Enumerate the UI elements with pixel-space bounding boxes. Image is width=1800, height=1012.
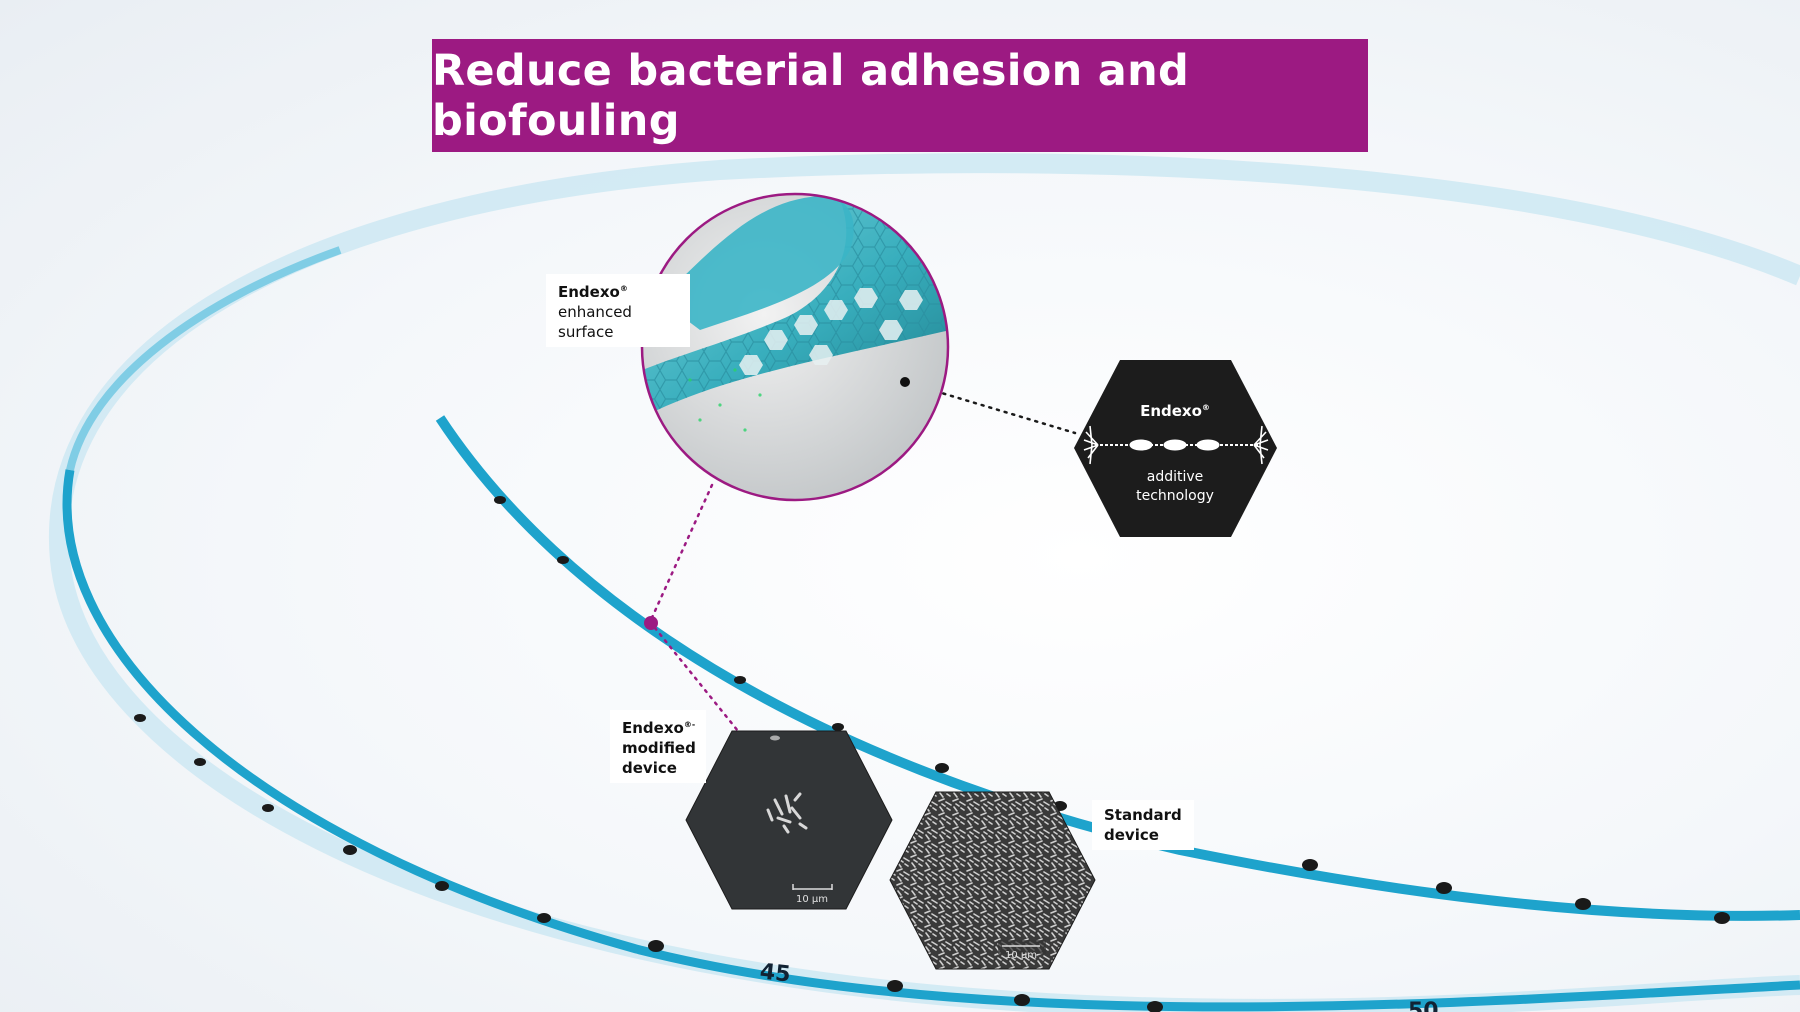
sem-standard-micrograph <box>890 792 1095 969</box>
catheter-focus-dot <box>644 616 658 630</box>
enhanced-surface-callout: Endexo® enhanced surface <box>546 274 690 347</box>
additive-reg-mark: ® <box>1201 403 1210 412</box>
surface-brand: Endexo <box>558 283 620 301</box>
magnified-surface-border <box>640 192 950 502</box>
standard-device-callout: Standard device <box>1092 800 1194 850</box>
connector-catheter-to-modified <box>653 626 740 733</box>
additive-line1: additive <box>1146 469 1204 485</box>
sem-modified-micrograph <box>686 731 892 909</box>
modified-reg-mark: ®- <box>683 720 696 729</box>
surface-label: enhanced surface <box>558 303 632 341</box>
catheter-outer-loop-core <box>62 469 1800 1012</box>
sem-standard-scale-label: 10 µm <box>1005 950 1037 961</box>
catheter-marking-50: 50 <box>1408 999 1439 1012</box>
surface-reg-mark: ® <box>619 284 628 293</box>
polymer-chain-icon <box>1083 425 1269 465</box>
additive-line2: technology <box>1136 488 1214 504</box>
additive-brand-label: Endexo® <box>1110 402 1240 420</box>
magnified-surface <box>642 194 948 500</box>
standard-line1: Standard <box>1104 806 1182 824</box>
connector-circle-to-catheter <box>648 483 714 624</box>
modified-line3: device <box>622 759 677 777</box>
title-banner: Reduce bacterial adhesion and biofouling <box>432 39 1368 152</box>
additive-description: additive technology <box>1110 468 1240 506</box>
catheter-marking-45: 45 <box>759 959 792 987</box>
sem-modified-scale-label: 10 µm <box>796 894 828 905</box>
modified-device-callout: Endexo®- modified device <box>610 710 706 783</box>
additive-brand: Endexo <box>1140 402 1202 420</box>
modified-brand: Endexo <box>622 719 684 737</box>
modified-line2: modified <box>622 739 696 757</box>
page-title: Reduce bacterial adhesion and biofouling <box>432 45 1190 146</box>
connector-surface-to-additive <box>903 380 1077 435</box>
surface-focus-dot <box>900 377 910 387</box>
standard-line2: device <box>1104 826 1159 844</box>
